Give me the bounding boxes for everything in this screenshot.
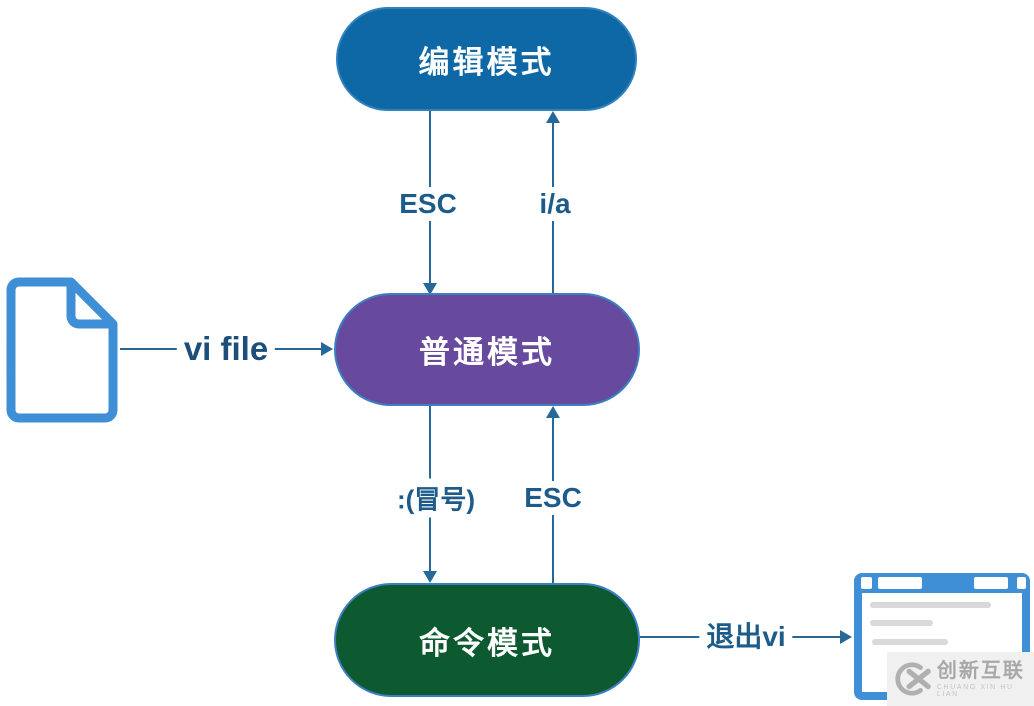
- edge-label-esc-top: ESC: [392, 187, 464, 221]
- watermark-subtitle: CHUANG XIN HU LIAN: [936, 684, 1014, 698]
- edge-normal-to-edit-arrowhead: [546, 111, 560, 123]
- browser-titlebar-button: [861, 577, 872, 589]
- browser-text-line: [870, 620, 933, 626]
- browser-text-line: [872, 639, 948, 645]
- watermark-brand: 创新互联: [936, 660, 1025, 682]
- brand-logo-icon: [895, 662, 931, 696]
- edge-edit-to-normal-arrowhead: [423, 283, 437, 295]
- edge-command-to-normal-arrowhead: [546, 406, 560, 418]
- edge-open-file-arrowhead: [321, 342, 333, 356]
- file-icon: [6, 277, 118, 423]
- edge-label-i-a: i/a: [532, 187, 578, 221]
- node-edit-mode: 编辑模式: [336, 7, 637, 111]
- edge-label-colon: :(冒号): [390, 478, 482, 518]
- browser-titlebar-tab: [974, 577, 1008, 589]
- watermark: 创新互联 CHUANG XIN HU LIAN: [887, 652, 1034, 706]
- node-normal-mode-label: 普通模式: [419, 335, 555, 370]
- browser-text-line: [870, 602, 991, 608]
- browser-titlebar-button: [1017, 577, 1026, 589]
- edge-label-quit-vi: 退出vi: [699, 614, 793, 656]
- node-command-mode: 命令模式: [334, 583, 640, 697]
- node-command-mode-label: 命令模式: [419, 625, 555, 661]
- node-normal-mode: 普通模式: [334, 293, 640, 406]
- edge-quit-arrowhead: [840, 630, 852, 644]
- node-edit-mode-label: 编辑模式: [418, 44, 555, 80]
- browser-titlebar-tab: [878, 577, 922, 589]
- edge-normal-to-command-arrowhead: [423, 571, 437, 583]
- edge-label-vi-file: vi file: [176, 329, 276, 369]
- edge-label-esc-bottom: ESC: [517, 481, 589, 515]
